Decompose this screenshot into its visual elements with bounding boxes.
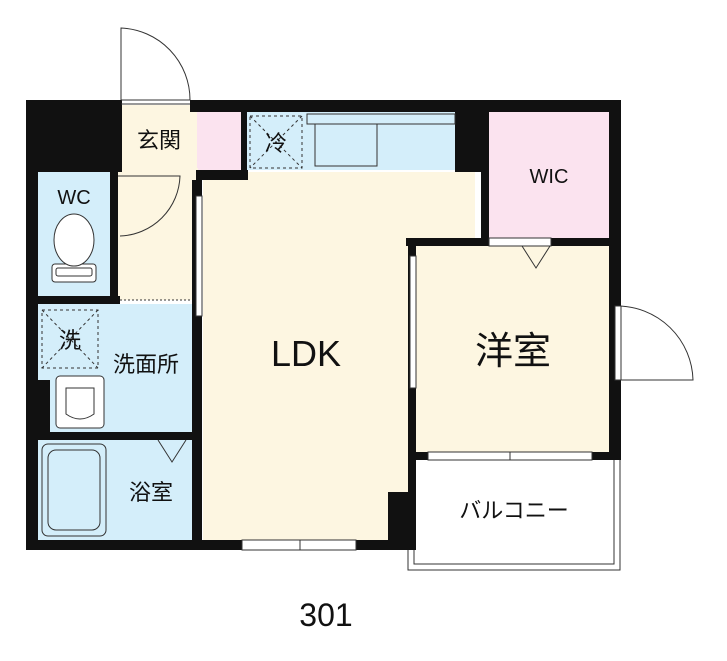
fixtures [41,27,694,571]
western-room-floor [416,246,609,452]
room-sliding-door [409,255,417,389]
washer-label: 洗 [59,328,81,353]
ldk-label: LDK [271,333,341,374]
wic-door-marker [521,245,551,269]
wic-label: WIC [530,166,569,188]
unit-number: 301 [299,597,352,633]
toilet-bowl [53,213,95,267]
western-room-label: 洋室 [475,331,551,373]
wc-door-swing [118,175,181,237]
genkan-label: 玄関 [137,128,181,153]
floors [38,105,610,566]
ldk-floor [203,172,475,540]
washer-icon [41,309,99,369]
bath-floor [38,440,192,540]
genkan-shoe-storage [197,112,241,170]
wic-floor [489,112,609,238]
ldk-sliding-door [195,195,203,317]
western-room-window-swing [616,305,694,381]
kitchen-floor [305,112,455,170]
wc-label: WC [57,187,90,209]
balcony-floor [414,458,610,566]
washroom-label: 洗面所 [113,352,179,377]
bath-door-marker [157,439,187,463]
hall-floor [118,168,198,300]
fridge-label: 冷 [265,131,287,156]
toilet-tank [51,263,97,283]
bathtub [41,443,107,537]
washbasin [55,375,105,429]
entrance-door-swing [120,27,191,101]
balcony-label: バルコニー [459,498,569,523]
ldk-window [241,539,357,551]
genkan-floor [121,105,198,168]
fridge-icon [249,115,303,169]
fridge-space [247,112,305,170]
balcony-rail [407,460,621,571]
bath-label: 浴室 [129,480,173,505]
room-labels: 玄関 WC 冷 WIC 洗 洗面所 LDK 洋室 浴室 バルコニー 301 [57,128,568,633]
